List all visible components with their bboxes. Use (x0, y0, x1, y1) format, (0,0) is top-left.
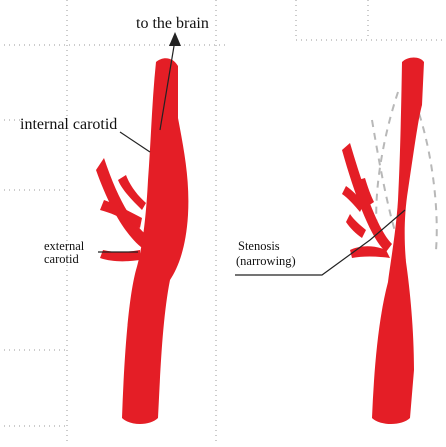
label-stenosis-line2: (narrowing) (236, 255, 296, 268)
up-arrow-icon (169, 32, 181, 46)
label-external-line2: carotid (44, 253, 79, 266)
label-stenosis-line1: Stenosis (238, 240, 280, 253)
internal-carotid-vessel (122, 58, 188, 424)
label-to-the-brain: to the brain (136, 16, 209, 32)
stenosed-carotid (342, 58, 437, 425)
healthy-carotid (96, 58, 188, 424)
label-internal-carotid: internal carotid (20, 117, 117, 133)
internal-carotid-leader (120, 132, 150, 152)
stenosis-external-branches (342, 143, 392, 252)
